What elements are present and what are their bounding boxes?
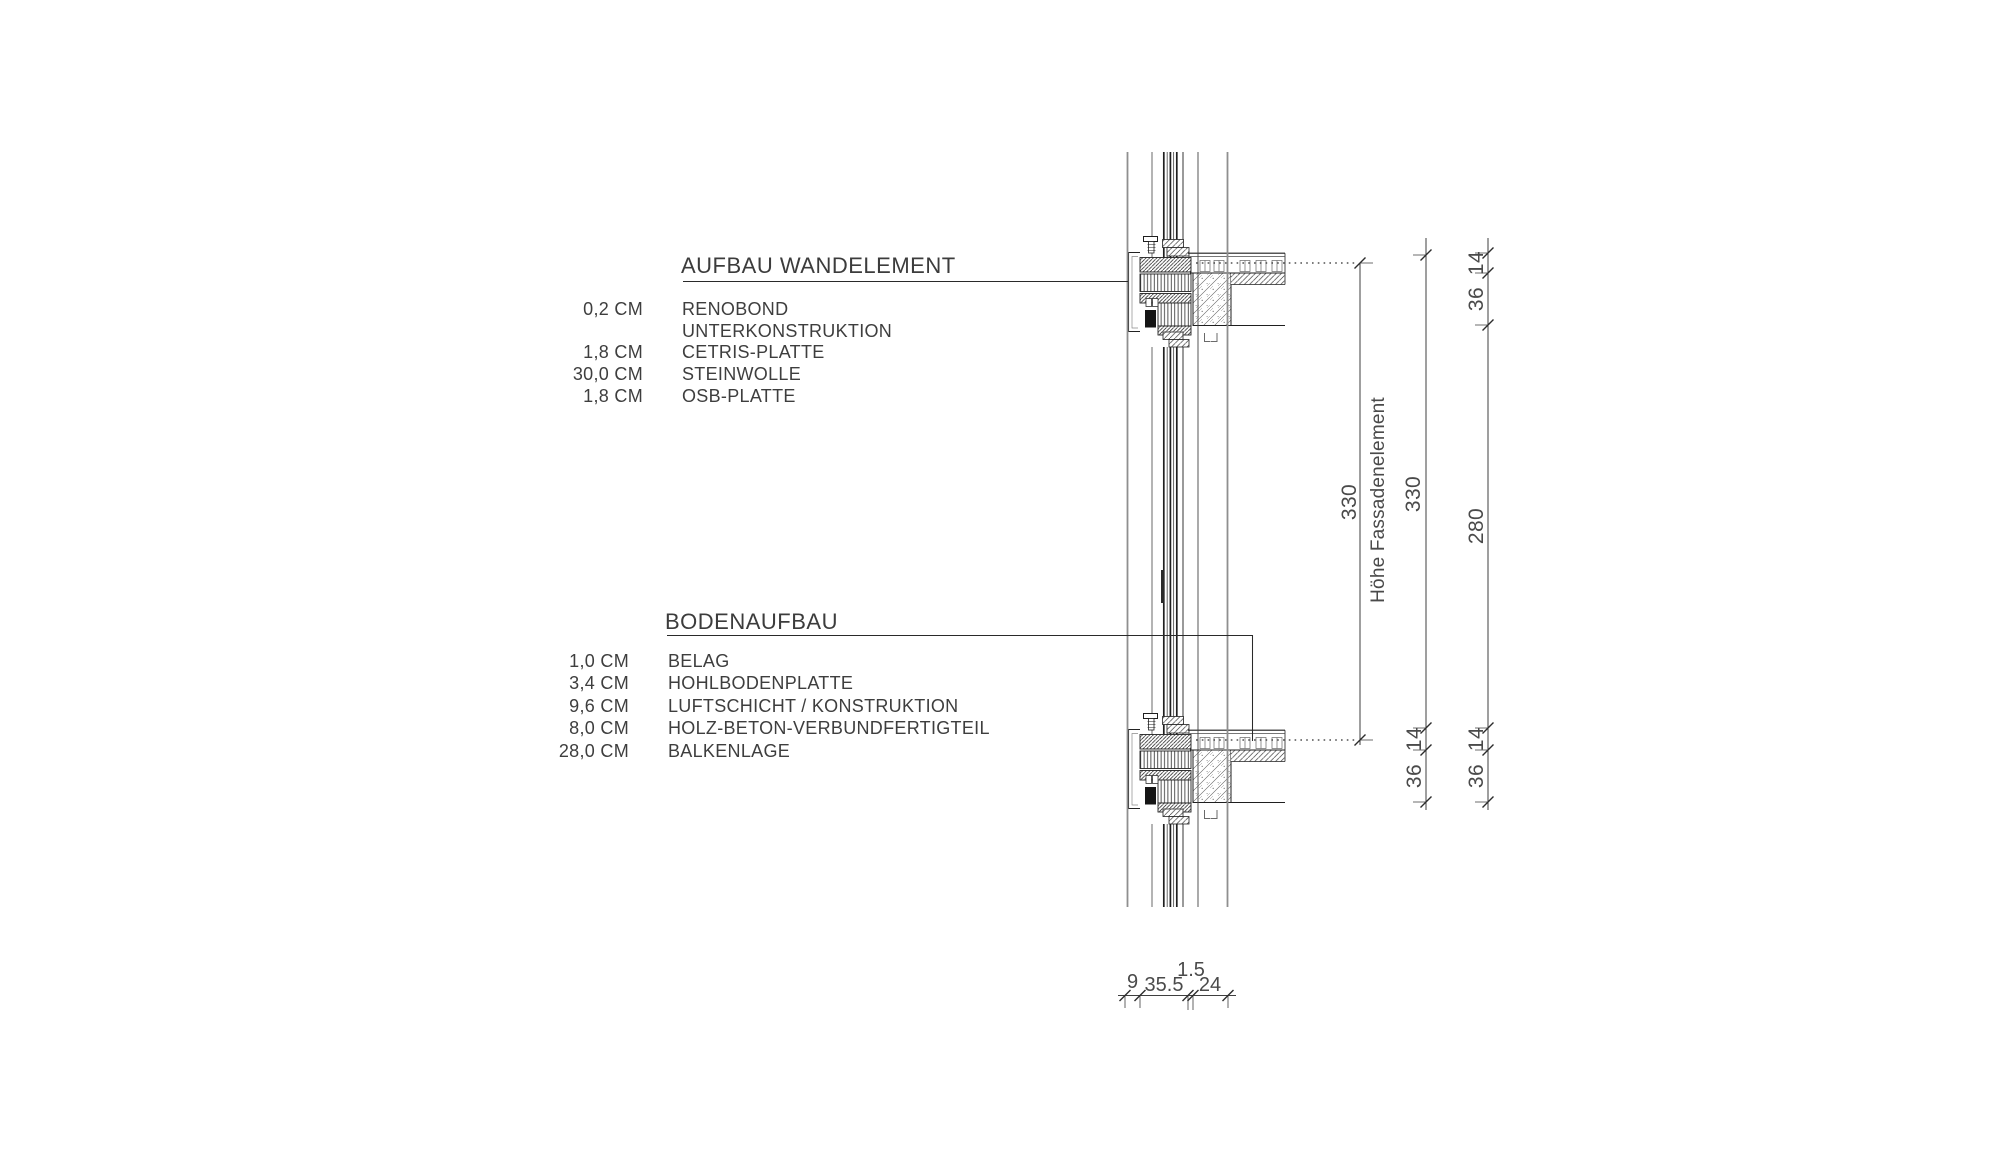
dim-value-floor-buildup-top: 14 <box>1465 251 1488 275</box>
dim-value-floor-to-floor: 330 <box>1402 476 1425 512</box>
layer-material: CETRIS-PLATTE <box>682 342 825 363</box>
layer-material: OSB-PLATTE <box>682 385 796 406</box>
layer-row: 30,0 CM STEINWOLLE <box>565 364 892 386</box>
wall-assembly-layers: 0,2 CM RENOBOND UNTERKONSTRUKTION 1,8 CM… <box>565 299 892 408</box>
wall-section-lines <box>1126 152 1229 907</box>
dim-value-element-height: 330 <box>1338 484 1361 520</box>
floor-assembly-leader-line <box>667 634 1254 741</box>
wall-assembly-title: AUFBAU WANDELEMENT <box>681 253 956 278</box>
floor-assembly-layers: 1,0 CM BELAG 3,4 CM HOHLBODENPLATTE 9,6 … <box>551 650 990 762</box>
layer-thickness: 28,0 CM <box>558 740 629 761</box>
layer-row: 8,0 CM HOLZ-BETON-VERBUNDFERTIGTEIL <box>551 717 990 739</box>
layer-thickness: 1,8 CM <box>583 342 643 363</box>
layer-row: 1,8 CM CETRIS-PLATTE <box>565 342 892 364</box>
top-junction-detail <box>1127 235 1359 348</box>
layer-row: UNTERKONSTRUKTION <box>565 321 892 343</box>
layer-material: BALKENLAGE <box>668 740 791 761</box>
wall-assembly-legend: AUFBAU WANDELEMENT <box>681 253 956 279</box>
dim-value-width-beam: 24 <box>1199 974 1221 996</box>
layer-thickness: 8,0 CM <box>569 718 629 739</box>
dim-value-slab-zone-top: 36 <box>1465 287 1488 311</box>
layer-material: HOLZ-BETON-VERBUNDFERTIGTEIL <box>668 718 990 739</box>
floor-assembly-title: BODENAUFBAU <box>665 609 838 634</box>
dim-label-hoehe-fassadenelement: Höhe Fassadenelement <box>1368 397 1389 603</box>
dim-value-floor-buildup-bottom: 14 <box>1465 727 1488 751</box>
layer-row: 9,6 CM LUFTSCHICHT / KONSTRUKTION <box>551 695 990 717</box>
layer-material: BELAG <box>668 651 730 671</box>
layer-thickness <box>565 321 643 343</box>
dimension-plan-widths: 9 35.5 1.5 24 <box>1118 959 1236 1010</box>
layer-thickness: 3,4 CM <box>569 673 629 694</box>
layer-material: STEINWOLLE <box>682 364 802 385</box>
layer-thickness: 30,0 CM <box>572 364 643 385</box>
layer-material: RENOBOND <box>682 299 789 319</box>
layer-thickness: 1,0 CM <box>569 651 629 671</box>
bottom-junction-detail <box>1127 712 1359 825</box>
layer-thickness: 9,6 CM <box>569 695 629 716</box>
floor-assembly-legend: BODENAUFBAU <box>665 609 838 635</box>
layer-row: 0,2 CM RENOBOND <box>565 299 892 321</box>
layer-material: UNTERKONSTRUKTION <box>682 320 893 341</box>
layer-thickness: 1,8 CM <box>583 385 643 406</box>
dim-value-width-wall: 35.5 <box>1145 974 1184 996</box>
panel-joint-fastener <box>1161 570 1165 603</box>
layer-row: 1,0 CM BELAG <box>551 650 990 672</box>
layer-row: 28,0 CM BALKENLAGE <box>551 740 990 762</box>
dimension-floor-to-floor: 330 14 36 <box>1402 238 1432 810</box>
dim-value-width-joint: 1.5 <box>1177 959 1205 981</box>
dim-value-floor-buildup-bottom-left: 14 <box>1403 727 1426 751</box>
layer-material: LUFTSCHICHT / KONSTRUKTION <box>668 695 959 716</box>
dim-value-clear-height: 280 <box>1465 508 1488 544</box>
dimension-element-height: 330 Höhe Fassadenelement <box>1338 257 1389 746</box>
dimension-storey-breakdown: 14 36 280 14 36 <box>1465 238 1494 810</box>
layer-material: HOHLBODENPLATTE <box>668 673 854 694</box>
layer-thickness: 0,2 CM <box>583 299 643 319</box>
layer-row: 3,4 CM HOHLBODENPLATTE <box>551 672 990 694</box>
dim-value-slab-zone-bottom-left: 36 <box>1403 764 1426 788</box>
dim-value-slab-zone-bottom: 36 <box>1465 764 1488 788</box>
layer-row: 1,8 CM OSB-PLATTE <box>565 386 892 408</box>
dim-value-width-left: 9 <box>1127 971 1138 993</box>
